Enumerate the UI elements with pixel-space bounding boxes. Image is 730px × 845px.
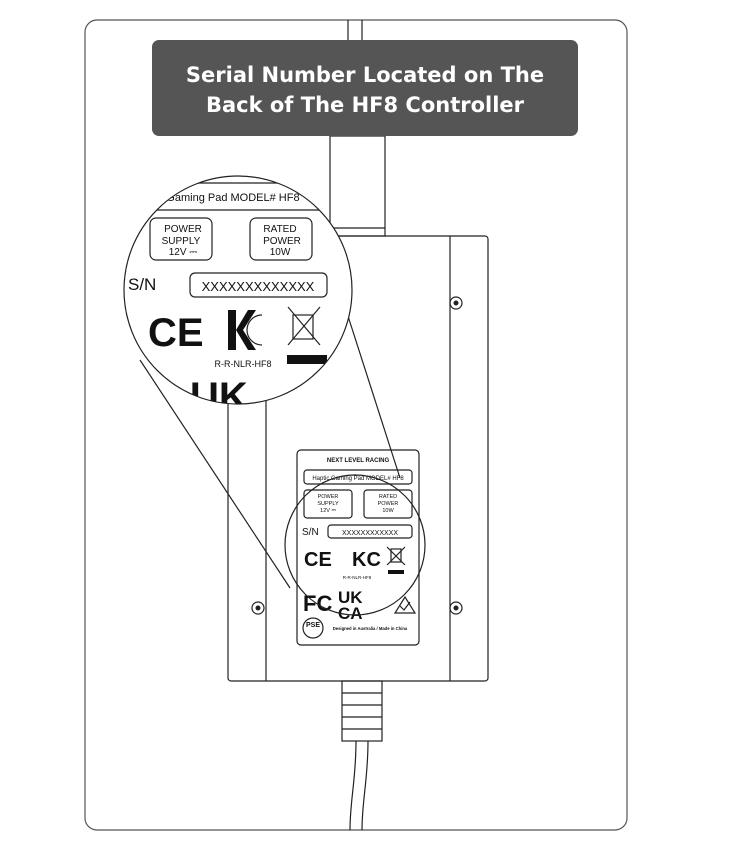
cable-bottom <box>341 680 383 831</box>
magnified-sn-label: S/N <box>128 275 156 294</box>
magnified-kc-mark-icon <box>228 310 263 350</box>
product-model-text: Haptic Gaming Pad MODEL# HF8 <box>312 476 404 482</box>
banner-title-line-2: Back of The HF8 Controller <box>206 93 525 117</box>
svg-text:10W: 10W <box>382 508 394 514</box>
magnified-ce-mark-icon: CE <box>148 311 204 355</box>
svg-text:CA: CA <box>338 604 363 623</box>
svg-text:POWER: POWER <box>318 494 339 500</box>
rcm-mark-icon <box>393 595 417 614</box>
magnified-weee-bin-icon <box>287 306 327 364</box>
screw-icon <box>449 601 463 615</box>
magnified-product-text: aptic Gaming Pad MODEL# HF8 <box>140 192 300 204</box>
svg-text:12V ⎓: 12V ⎓ <box>169 247 198 258</box>
ukca-mark-icon: UK <box>338 588 363 607</box>
product-label: NEXT LEVEL RACING Haptic Gaming Pad MODE… <box>296 449 420 646</box>
svg-text:SUPPLY: SUPPLY <box>317 501 339 507</box>
magnified-serial-number-value: XXXXXXXXXXXXX <box>202 279 315 294</box>
svg-text:12V ⎓: 12V ⎓ <box>320 508 336 514</box>
banner-title-line-1: Serial Number Located on The <box>186 63 544 87</box>
svg-text:PSE: PSE <box>306 622 320 629</box>
origin-text: Designed in Australia / Made in China <box>333 626 408 631</box>
svg-text:POWER: POWER <box>263 236 301 247</box>
sn-label: S/N <box>302 527 319 538</box>
serial-number-value: XXXXXXXXXXXX <box>342 530 398 537</box>
pse-mark-icon <box>302 617 324 639</box>
svg-text:RATED: RATED <box>263 224 296 235</box>
brand-logo: NEXT LEVEL RACING <box>327 458 390 464</box>
ce-mark-icon: CE <box>304 549 332 571</box>
svg-text:R-R-NLR-HF8: R-R-NLR-HF8 <box>215 359 272 369</box>
screw-icon <box>251 601 265 615</box>
svg-text:RATED: RATED <box>379 494 397 500</box>
screw-icon <box>449 296 463 310</box>
magnified-label-view: aptic Gaming Pad MODEL# HF8 POWER SUPPLY… <box>123 175 353 405</box>
weee-bin-icon <box>386 546 406 574</box>
svg-text:10W: 10W <box>270 247 291 258</box>
fcc-mark-icon: FC <box>303 591 332 616</box>
svg-text:POWER: POWER <box>164 224 202 235</box>
svg-text:POWER: POWER <box>378 501 399 507</box>
title-banner: Serial Number Located on The Back of The… <box>152 40 578 136</box>
kc-mark-icon: KC <box>352 549 381 571</box>
frame <box>84 19 628 831</box>
svg-text:R-R-NLR-HF8: R-R-NLR-HF8 <box>343 575 372 580</box>
svg-text:SUPPLY: SUPPLY <box>162 236 201 247</box>
